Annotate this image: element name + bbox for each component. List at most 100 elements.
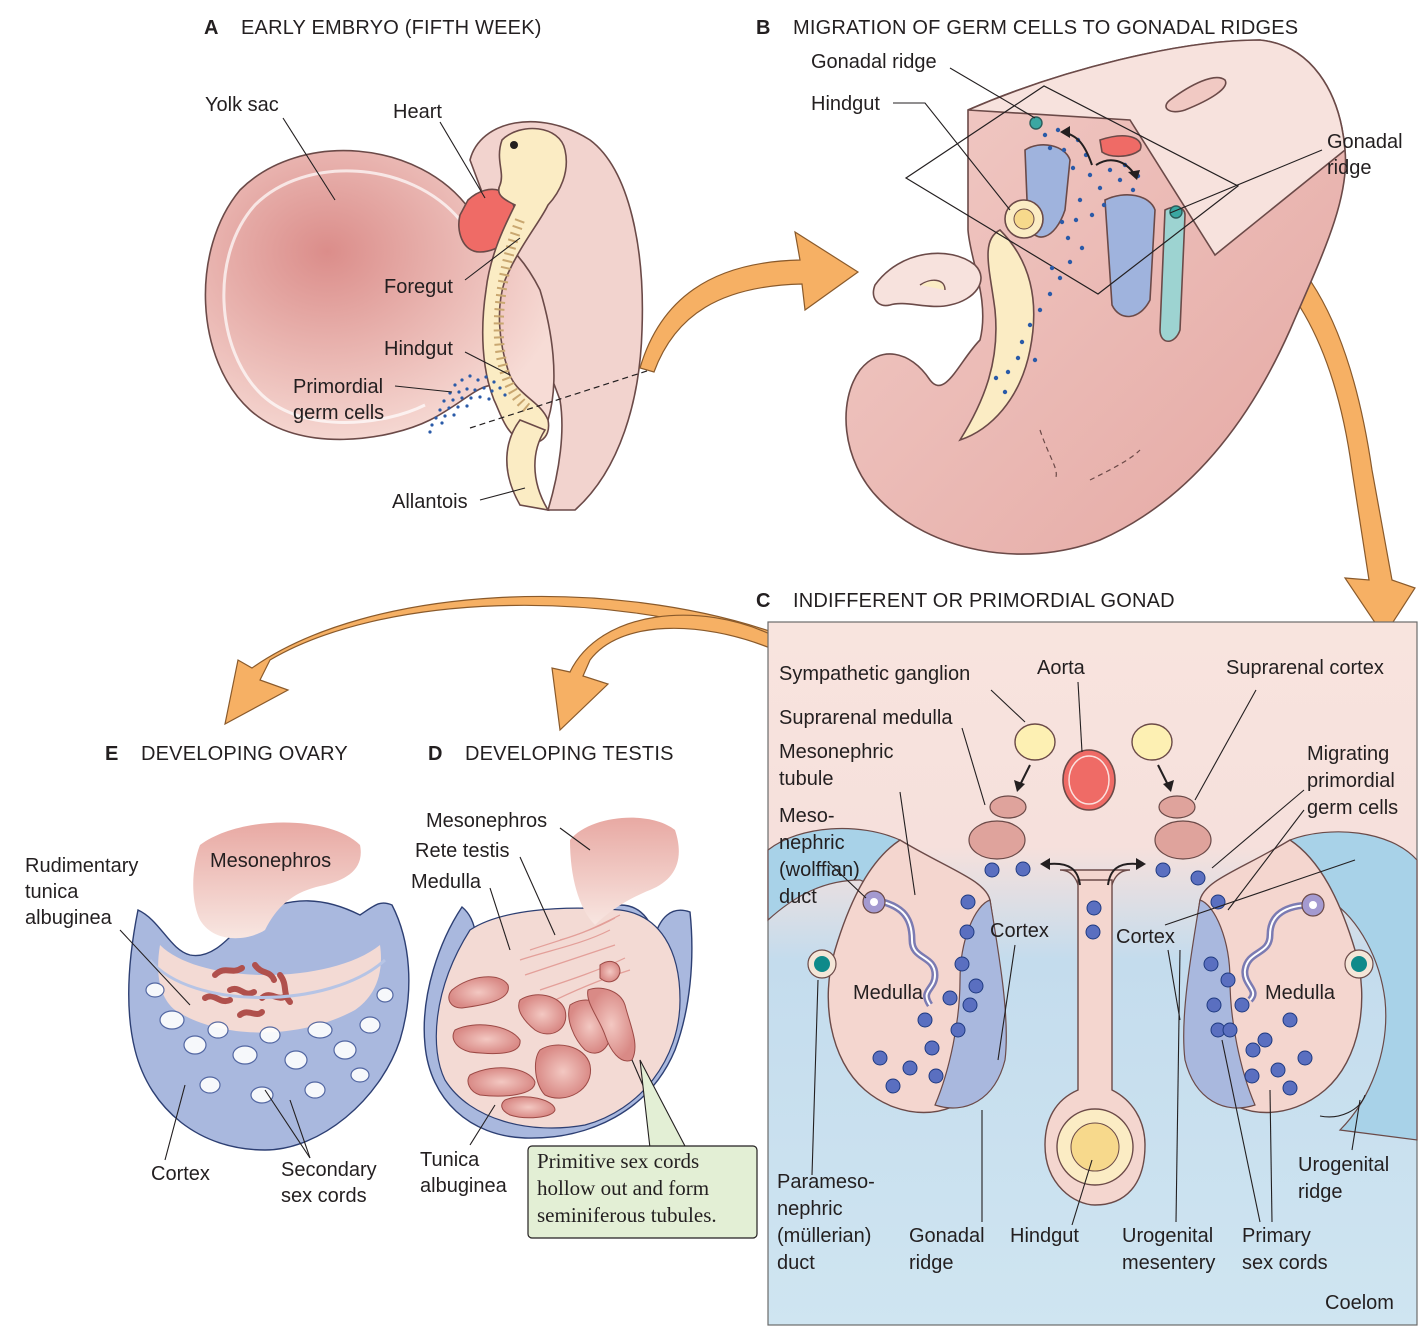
cut-edge-tube-b xyxy=(919,279,946,291)
label-cortex-left: Cortex xyxy=(990,920,1049,942)
label-hindgut-a: Hindgut xyxy=(384,338,453,360)
label-gonadal-ridge-b-right-2: ridge xyxy=(1327,157,1371,179)
panel-a-embryo: Yolk sac Heart Foregut Hindgut Primordia… xyxy=(204,94,651,513)
label-meso-duct-2: nephric xyxy=(779,832,845,854)
section-plane-b xyxy=(904,85,1240,295)
panel-e-heading: DEVELOPING OVARY xyxy=(141,743,348,765)
label-secondary-1: Secondary xyxy=(281,1159,377,1181)
note-box xyxy=(527,1145,758,1239)
panel-e-title: E DEVELOPING OVARY xyxy=(105,743,348,765)
suprarenal-cortex-left xyxy=(968,820,1026,860)
label-yolk-sac: Yolk sac xyxy=(205,94,279,116)
label-mesonephros-e: Mesonephros xyxy=(210,850,331,872)
secondary-sex-cords xyxy=(145,982,394,1104)
label-meso-duct-4: duct xyxy=(779,886,817,908)
ganglion-arrowhead-left xyxy=(1014,780,1025,792)
leader-urogenital-ridge xyxy=(1351,1099,1361,1151)
label-coelom: Coelom xyxy=(1325,1292,1394,1314)
leader-foregut xyxy=(464,237,521,281)
label-meso-duct-1: Meso- xyxy=(779,805,835,827)
label-suprarenal-cortex: Suprarenal cortex xyxy=(1226,657,1384,679)
label-allantois: Allantois xyxy=(392,491,468,513)
leader-paramesonephric xyxy=(811,979,819,1176)
hindgut-lumen-b xyxy=(1013,208,1035,230)
ganglion-arrow-right xyxy=(1157,764,1169,786)
suprarenal-cortex-right xyxy=(1154,820,1212,860)
note-line-3: seminiferous tubules. xyxy=(537,1203,717,1227)
suprarenal-medulla-right xyxy=(1158,795,1196,819)
label-gonadal-ridge-b-right-1: Gonadal xyxy=(1327,131,1403,153)
label-rudimentary-1: Rudimentary xyxy=(25,855,138,877)
leader-yolk-sac xyxy=(282,117,336,201)
label-primordial-1: Primordial xyxy=(293,376,383,398)
embryo-section-top xyxy=(967,39,1346,257)
somites xyxy=(493,218,533,415)
label-urogenital-mesentery-2: mesentery xyxy=(1122,1252,1215,1274)
panel-e-letter: E xyxy=(105,743,119,765)
mesonephric-duct-left-lumen xyxy=(870,898,878,906)
leader-gonadal-ridge-right-b xyxy=(1169,149,1323,214)
label-rudimentary-2: tunica xyxy=(25,881,79,903)
migration-arrowhead-left-b xyxy=(1060,126,1070,138)
label-suprarenal-medulla: Suprarenal medulla xyxy=(779,707,953,729)
label-gonadal-ridge-c-2: ridge xyxy=(909,1252,953,1274)
panel-d-letter: D xyxy=(428,743,443,765)
label-meso-duct-3: (wolffian) xyxy=(779,859,860,881)
leader-gonadal-ridge-left-b xyxy=(949,67,1036,119)
label-tunica-2: albuginea xyxy=(420,1175,508,1197)
leader-hindgut-a xyxy=(464,351,511,376)
label-medulla-right: Medulla xyxy=(1265,982,1336,1004)
leader-heart xyxy=(439,121,486,199)
leader-hindgut-c xyxy=(1071,1159,1093,1226)
leader-secondary-cords-1 xyxy=(264,1089,311,1159)
leader-cortex-right-2 xyxy=(1164,859,1356,926)
arrow-c-to-d xyxy=(551,614,775,732)
mesonephros-d xyxy=(570,817,679,925)
label-urogenital-ridge-2: ridge xyxy=(1298,1181,1342,1203)
leader-hindgut-b xyxy=(893,102,1011,211)
paramesonephric-duct-left-lumen xyxy=(814,956,830,972)
label-mesonephric-tubule-2: tubule xyxy=(779,768,834,790)
leader-allantois xyxy=(479,487,526,501)
panel-b-heading: MIGRATION OF GERM CELLS TO GONADAL RIDGE… xyxy=(793,17,1298,39)
label-medulla-left: Medulla xyxy=(853,982,924,1004)
note-line-1: Primitive sex cords xyxy=(537,1149,699,1173)
label-rudimentary-3: albuginea xyxy=(25,907,113,929)
panel-c-gonad: Sympathetic ganglion Aorta Suprarenal co… xyxy=(767,621,1418,1326)
leader-rudimentary-tunica xyxy=(119,929,191,1006)
panel-b-embryo-section: Gonadal ridge Hindgut Gonadal ridge xyxy=(811,39,1403,555)
label-sympathetic-ganglion: Sympathetic ganglion xyxy=(779,663,970,685)
panel-d-title: D DEVELOPING TESTIS xyxy=(428,743,673,765)
panel-c-letter: C xyxy=(756,590,771,612)
sympathetic-ganglion-left xyxy=(1014,723,1056,761)
neural-tube-slit xyxy=(1165,76,1227,113)
label-rete-testis: Rete testis xyxy=(415,840,509,862)
label-secondary-2: sex cords xyxy=(281,1185,367,1207)
mesentery-b xyxy=(958,229,1035,442)
leader-suprarenal-cortex xyxy=(1194,689,1257,801)
label-parameso-1: Parameso- xyxy=(777,1171,875,1193)
label-cortex-right: Cortex xyxy=(1116,926,1175,948)
leader-mesonephric-duct xyxy=(827,861,867,899)
migration-arrowhead-right-c xyxy=(1136,858,1146,870)
cut-edge-fold-b xyxy=(872,252,982,308)
panel-b-letter: B xyxy=(756,17,771,39)
label-parameso-2: nephric xyxy=(777,1198,843,1220)
leader-mesonephros-d xyxy=(559,827,591,851)
germ-cells-c xyxy=(872,861,1313,1096)
label-tunica-1: Tunica xyxy=(420,1149,480,1171)
label-mesonephric-tubule-1: Mesonephric xyxy=(779,741,894,763)
label-medulla-d: Medulla xyxy=(411,871,482,893)
migrating-germ-cells-b xyxy=(993,127,1141,395)
migration-arrowhead-right-b xyxy=(1128,170,1140,180)
note-line-2: hollow out and form xyxy=(537,1176,709,1200)
allantois-stalk xyxy=(506,419,550,512)
paramesonephric-duct-right-lumen xyxy=(1351,956,1367,972)
label-primary-sex-cords-2: sex cords xyxy=(1242,1252,1328,1274)
leader-primary-cords-2 xyxy=(1269,1089,1273,1223)
embryo-eye xyxy=(510,141,518,149)
seminiferous-cords xyxy=(448,961,636,1119)
aorta-c xyxy=(1062,749,1116,811)
leader-secondary-cords-2 xyxy=(289,1099,311,1159)
label-primary-sex-cords-1: Primary xyxy=(1242,1225,1311,1247)
